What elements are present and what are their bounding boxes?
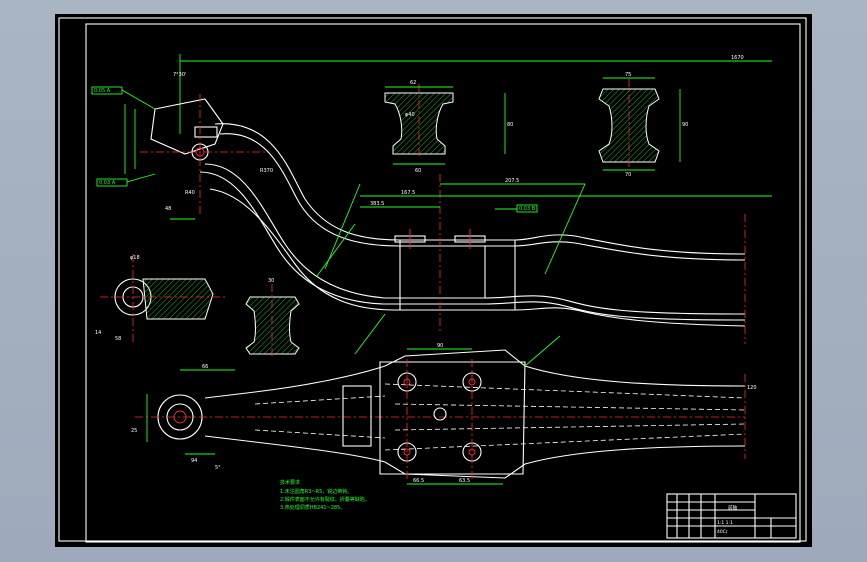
dim-63-5: 63.5 <box>459 478 470 484</box>
dim-angle-5: 5° <box>215 465 221 471</box>
dim-phi40: φ40 <box>405 112 415 118</box>
section-i-beam-1: 62 60 80 φ40 <box>384 80 513 174</box>
title-name: 前轴 <box>728 504 737 511</box>
dim-383-5: 383.5 <box>370 201 384 207</box>
dim-angle: 7°30' <box>173 72 186 78</box>
dim-r370: R370 <box>260 168 273 174</box>
title-material: 40Cr <box>717 529 728 535</box>
drawing-sheet[interactable]: 1670 <box>55 14 812 547</box>
tech-req-line-3: 3.热处理调质HB241~285。 <box>280 504 345 511</box>
dim-48: 48 <box>165 206 171 212</box>
dim-25: 25 <box>131 428 137 434</box>
section-king-pin: φ18 58 14 <box>95 254 225 344</box>
title-scale: 1:1 1:1 <box>717 520 733 526</box>
dim-66-5: 66.5 <box>413 478 424 484</box>
dim-1670: 1670 <box>731 55 744 61</box>
tech-req-line-2: 2.锻件表面不允许有裂纹、折叠等缺陷。 <box>280 496 370 503</box>
section-i-beam-3: 30 <box>245 278 300 359</box>
tolerance-top: 0.05 A <box>94 88 111 94</box>
dim-58: 58 <box>115 336 121 342</box>
dim-14: 14 <box>95 330 101 336</box>
dim-90: 90 <box>682 122 688 128</box>
drawing-canvas: 1670 <box>58 17 807 543</box>
dim-60: 60 <box>415 168 421 174</box>
dim-207-5: 207.5 <box>505 178 519 184</box>
dim-167-5: 167.5 <box>401 190 415 196</box>
dim-62: 62 <box>410 80 416 86</box>
plan-view: 90 66.5 63.5 120 66 25 94 5° <box>131 313 757 485</box>
dim-66: 66 <box>202 364 208 370</box>
front-view: 1670 <box>91 54 772 344</box>
section-i-beam-2: 75 70 90 <box>598 72 688 178</box>
dim-phi18: φ18 <box>130 255 140 261</box>
tech-req-line-1: 1.未注圆角R3~R5，锐边倒钝。 <box>280 488 352 495</box>
dim-bottom-94: 94 <box>191 458 197 464</box>
tolerance-left: 0.03 A <box>99 180 116 186</box>
tolerance-mid: 0.03 B <box>519 206 536 212</box>
dim-r40: R40 <box>185 190 195 196</box>
technical-requirements: 技术要求 1.未注圆角R3~R5，锐边倒钝。 2.锻件表面不允许有裂纹、折叠等缺… <box>280 479 370 511</box>
dim-120: 120 <box>747 385 757 391</box>
dim-30: 30 <box>268 278 274 284</box>
dim-75: 75 <box>625 72 631 78</box>
dim-bottom-90: 90 <box>437 343 443 349</box>
outer-border <box>58 17 807 542</box>
title-block: 前轴 1:1 1:1 40Cr <box>666 493 797 539</box>
dim-80: 80 <box>507 122 513 128</box>
tech-req-title: 技术要求 <box>280 479 300 486</box>
dim-70: 70 <box>625 172 631 178</box>
inner-border <box>85 23 801 543</box>
